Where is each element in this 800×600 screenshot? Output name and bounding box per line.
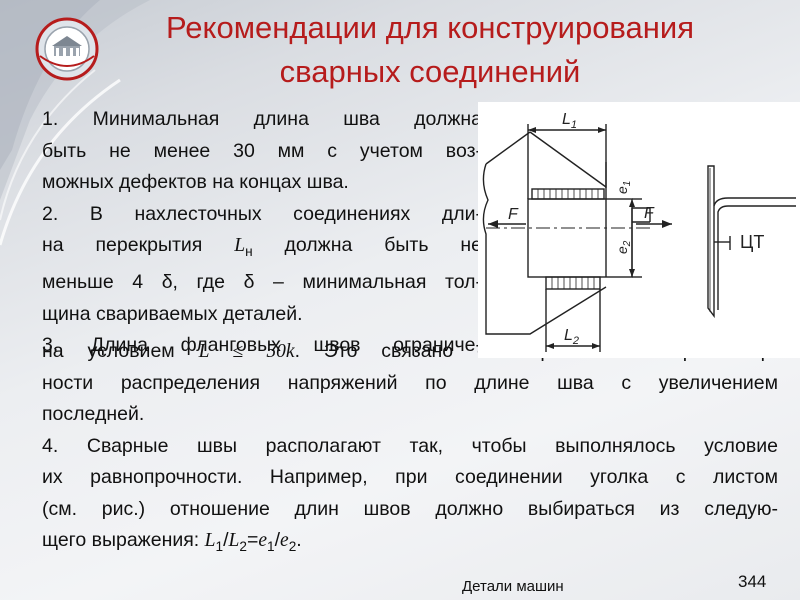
p2-line: меньше 4 δ, где δ – минимальная тол- bbox=[42, 271, 482, 294]
label-L1: L1 bbox=[562, 111, 577, 131]
formula-eq: = bbox=[246, 529, 259, 551]
label-e1: e1 bbox=[614, 181, 633, 194]
weld-joint-drawing: L1 L2 F F e1 e2 ЦТ bbox=[478, 102, 800, 358]
label-centroid: ЦТ bbox=[740, 232, 764, 252]
formula-slash: / bbox=[274, 529, 281, 551]
p2-line: 2. В нахлесточных соединениях дли- bbox=[42, 202, 482, 225]
formula-sub: 2 bbox=[288, 538, 297, 554]
left-text-column: 1. Минимальная длина шва должна быть не … bbox=[42, 104, 482, 362]
p3-line: 3. Длина фланговых швов ограниче- bbox=[42, 334, 482, 357]
title-line: сварных соединений bbox=[279, 54, 581, 89]
p4-line: их равнопрочности. Например, при соедине… bbox=[42, 466, 778, 488]
footer-course-name: Детали машин bbox=[462, 578, 564, 595]
label-L2: L2 bbox=[564, 327, 579, 347]
title-line: Рекомендации для конструирования bbox=[165, 10, 695, 45]
formula-L: L bbox=[228, 530, 240, 551]
formula-slash: / bbox=[223, 529, 229, 551]
p2-line: на перекрытия Lн должна быть не bbox=[42, 230, 482, 267]
formula-e: e bbox=[258, 530, 268, 551]
formula-sub: 2 bbox=[239, 538, 247, 554]
formula-L: L bbox=[204, 530, 216, 551]
p2-line: щина свариваемых деталей. bbox=[42, 302, 303, 325]
formula-e: e bbox=[280, 530, 289, 551]
formula-sub: 1 bbox=[267, 538, 275, 554]
subscript-n: н bbox=[245, 243, 253, 259]
full-text-column: на условием L ≤ 50k. Это связано с возра… bbox=[42, 336, 778, 562]
formula-sub: 1 bbox=[215, 538, 224, 554]
label-force-left: F bbox=[508, 206, 519, 223]
p4-text: щего выражения: bbox=[42, 529, 205, 551]
p2-text: должна быть не bbox=[252, 234, 482, 256]
p3-line: ности распределения напряжений по длине … bbox=[42, 371, 778, 394]
symbol-L: L bbox=[234, 235, 246, 256]
p1-line: быть не менее 30 мм с учетом воз- bbox=[42, 139, 482, 162]
label-e2: e2 bbox=[614, 240, 633, 254]
p4-line: (см. рис.) отношение длин швов должно вы… bbox=[42, 497, 778, 520]
label-force-right: F bbox=[644, 205, 655, 222]
p4-line: щего выражения: L1/L2=e1/e2. bbox=[42, 525, 778, 562]
p1-line: можных дефектов на концах шва. bbox=[42, 171, 349, 193]
p1-line: 1. Минимальная длина шва должна bbox=[42, 108, 482, 130]
slide-title: Рекомендации для конструирования сварных… bbox=[80, 6, 780, 94]
university-logo-icon bbox=[35, 17, 99, 81]
p3-text: на условием bbox=[42, 340, 199, 362]
page-number: 344 bbox=[738, 572, 767, 591]
p4-line: 4. Сварные швы располагают так, чтобы вы… bbox=[42, 434, 778, 457]
formula-end: . bbox=[296, 529, 302, 551]
p3-line: последней. bbox=[42, 403, 145, 425]
condition-formula: L ≤ 50k bbox=[198, 341, 295, 362]
p2-text: на перекрытия bbox=[42, 234, 235, 256]
